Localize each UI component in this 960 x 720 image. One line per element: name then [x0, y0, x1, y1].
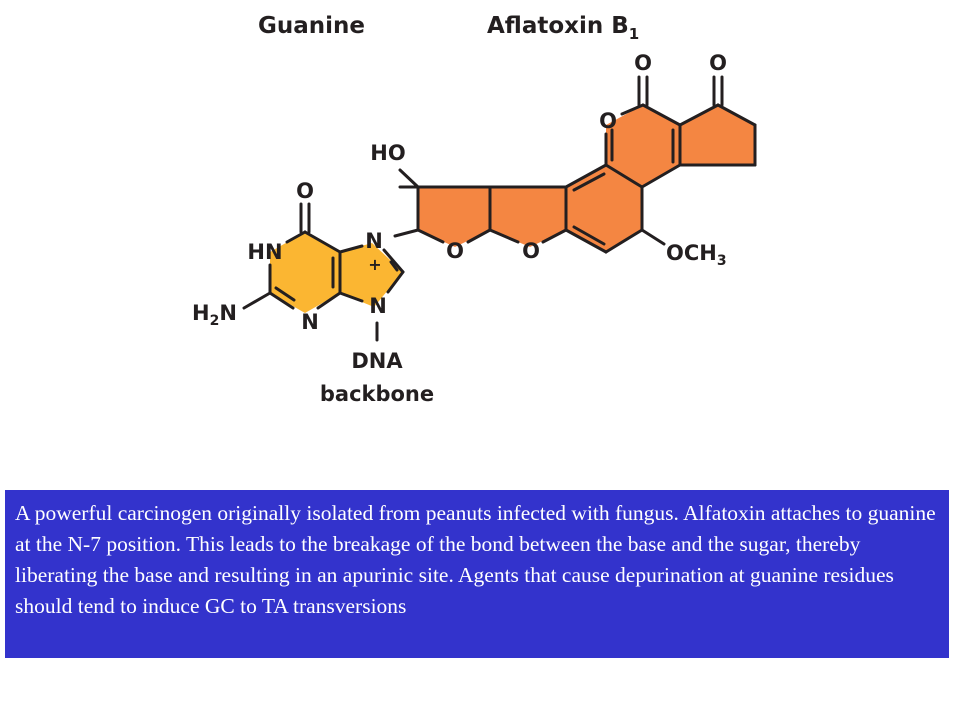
- furan-o-label-1: O: [446, 239, 464, 263]
- ho-label: HO: [370, 141, 405, 165]
- ketone-carbonyl-o-label: O: [709, 51, 727, 75]
- dna-label: DNA: [351, 349, 403, 373]
- lactone-carbonyl-o-label: O: [634, 51, 652, 75]
- n7-label: N: [365, 229, 383, 253]
- guanine-carbonyl-o-label: O: [296, 179, 314, 203]
- aflatoxin-title-subscript: 1: [629, 25, 639, 43]
- h2n-n: N: [219, 301, 237, 325]
- h2n-h: H: [192, 301, 210, 325]
- n3-label: N: [301, 310, 319, 334]
- och3-main: OCH: [666, 241, 717, 265]
- lactone-ring-o-label: O: [599, 109, 617, 133]
- guanine-title: Guanine: [258, 13, 365, 39]
- aflatoxin-cyclopentenone-ring: [680, 105, 755, 165]
- aflatoxin-title: Aflatoxin B1: [487, 13, 639, 43]
- aflatoxin-furan-ring-2: [490, 187, 566, 247]
- n9-label: N: [369, 294, 387, 318]
- n7-charge-label: +: [368, 255, 381, 274]
- hn-label: HN: [247, 240, 282, 264]
- och3-label: OCH3: [666, 241, 727, 269]
- aflatoxin-benzene-ring: [566, 165, 642, 252]
- caption-box: A powerful carcinogen originally isolate…: [5, 490, 949, 658]
- aflatoxin-lactone-ring: [606, 105, 680, 187]
- h2n-subscript: 2: [210, 313, 220, 329]
- aflatoxin-bonds: [393, 75, 757, 254]
- furan-o-label-2: O: [522, 239, 540, 263]
- och3-subscript: 3: [717, 253, 727, 269]
- guanine-bonds: [242, 202, 405, 342]
- caption-text: A powerful carcinogen originally isolate…: [15, 501, 936, 618]
- guanine-pyrimidine-ring: [270, 232, 340, 313]
- aflatoxin-title-main: Aflatoxin B: [487, 13, 629, 39]
- h2n-label: H2N: [192, 301, 237, 329]
- backbone-label: backbone: [320, 382, 434, 406]
- aflatoxin-guanine-adduct-diagram: Guanine Aflatoxin B1 O HN N + N N H2N DN…: [192, 13, 757, 406]
- aflatoxin-furan-ring-1: [418, 187, 490, 247]
